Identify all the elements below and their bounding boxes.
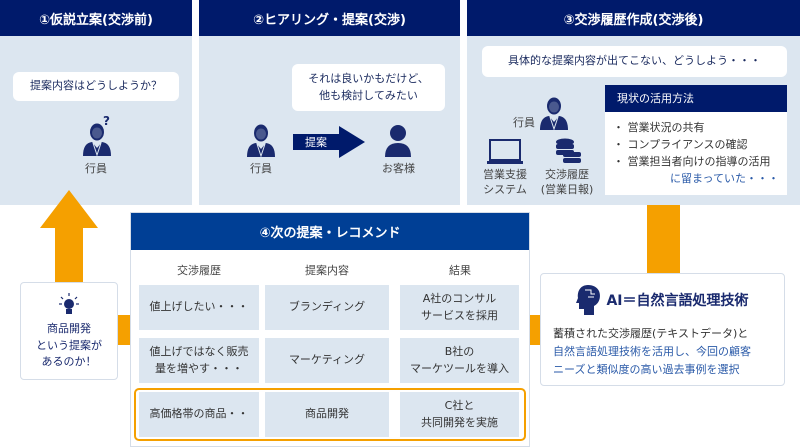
idea-box: 商品開発 という提案が あるのか！ <box>20 282 118 380</box>
panel-title: ④次の提案・レコメンド <box>131 213 529 250</box>
bubble-line: 他も検討してみたい <box>319 88 418 102</box>
worried-staff-icon <box>539 96 569 130</box>
panel-hearing: ②ヒアリング・提案(交渉) それは良いかもだけど、他も検討してみたい 行員 提案… <box>199 0 460 205</box>
arrow-label: 提案 <box>305 136 327 149</box>
label-line: 営業支援 <box>483 168 527 181</box>
box-title: 現状の活用方法 <box>605 85 787 112</box>
column-header: 結果 <box>449 264 471 277</box>
idea-line: あるのか！ <box>41 355 97 368</box>
database-label: 交渉履歴(営業日報) <box>537 168 597 198</box>
column-header: 提案内容 <box>305 264 349 277</box>
person-label: お客様 <box>382 162 415 175</box>
database-icon <box>556 138 581 163</box>
ai-head-icon <box>576 285 601 315</box>
column-header: 交渉履歴 <box>177 264 221 277</box>
usage-note: に留まっていた・・・ <box>669 172 779 185</box>
label-line: システム <box>483 182 527 196</box>
speech-bubble: 提案内容はどうしようか？ <box>13 72 179 101</box>
lightbulb-icon <box>59 293 79 314</box>
table-cell: 値上げしたい・・・ <box>139 285 259 330</box>
panel-hypothesis: ①仮説立案(交渉前) 提案内容はどうしようか？ ? 行員 <box>0 0 192 205</box>
usage-item: ・ コンプライアンスの確認 <box>613 138 748 151</box>
speech-bubble: 具体的な提案内容が出てこない、どうしよう・・・ <box>482 46 787 77</box>
label-line: (営業日報) <box>540 182 594 196</box>
connector <box>647 205 680 273</box>
person-label: 行員 <box>250 162 272 175</box>
ai-desc-line: 自然言語処理技術を活用し、今回の顧客 <box>553 345 751 358</box>
panel-title: ①仮説立案(交渉前) <box>0 0 192 36</box>
connector <box>530 315 540 345</box>
label-line: 交渉履歴 <box>545 168 589 181</box>
table-cell: マーケティング <box>265 338 389 383</box>
idea-line: 商品開発 <box>47 322 91 335</box>
ai-title: AI＝自然言語処理技術 <box>606 293 749 309</box>
connector <box>118 315 130 345</box>
staff-icon <box>246 123 276 157</box>
table-cell: ブランディング <box>265 285 389 330</box>
ai-desc-line: 蓄積された交渉履歴(テキストデータ)と <box>553 327 749 340</box>
table-cell: A社のコンサル サービスを採用 <box>400 285 519 330</box>
idea-line: という提案が <box>36 338 102 352</box>
current-usage-box: 現状の活用方法 ・ 営業状況の共有 ・ コンプライアンスの確認 ・ 営業担当者向… <box>605 85 787 195</box>
table-cell: 高価格帯の商品・・ <box>139 392 259 437</box>
bubble-line: それは良いかもだけど、 <box>308 72 429 85</box>
person-label: 行員 <box>513 116 535 129</box>
panel-title: ③交渉履歴作成(交渉後) <box>467 0 800 36</box>
table-cell: C社と 共同開発を実施 <box>400 392 519 437</box>
up-arrow-icon <box>40 190 98 284</box>
highlight-row-border <box>134 388 526 441</box>
question-mark-icon: ? <box>103 114 110 128</box>
arrow-right-icon <box>293 126 365 158</box>
laptop-icon <box>487 139 523 164</box>
speech-bubble: それは良いかもだけど、他も検討してみたい <box>292 64 445 111</box>
table-cell: 商品開発 <box>265 392 389 437</box>
system-label: 営業支援システム <box>477 168 533 198</box>
panel-history: ③交渉履歴作成(交渉後) 具体的な提案内容が出てこない、どうしよう・・・ 行員 … <box>467 0 800 205</box>
usage-item: ・ 営業担当者向けの指導の活用 <box>613 155 771 168</box>
table-cell: B社の マーケツールを導入 <box>400 338 519 383</box>
table-cell: 値上げではなく販売 量を増やす・・・ <box>139 338 259 383</box>
ai-box: AI＝自然言語処理技術 蓄積された交渉履歴(テキストデータ)と 自然言語処理技術… <box>540 273 785 386</box>
ai-desc-line: ニーズと類似度の高い過去事例を選択 <box>553 363 740 376</box>
usage-item: ・ 営業状況の共有 <box>613 121 705 134</box>
panel-title: ②ヒアリング・提案(交渉) <box>199 0 460 36</box>
person-label: 行員 <box>85 162 107 175</box>
customer-icon <box>385 125 411 157</box>
